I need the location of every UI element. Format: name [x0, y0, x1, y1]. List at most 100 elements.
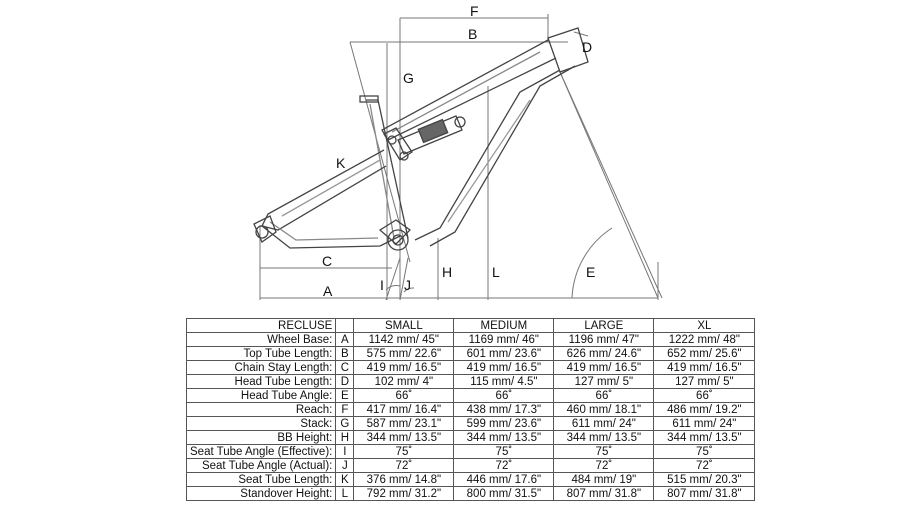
dim-label-d: D — [582, 39, 592, 55]
bike-frame — [253, 27, 589, 251]
row-letter: L — [335, 486, 355, 501]
dropout-plate — [253, 215, 277, 243]
row-value: 72˚ — [353, 458, 455, 473]
chain-stay — [261, 225, 401, 249]
dim-label-f: F — [470, 3, 479, 19]
angle-arc-j — [403, 287, 415, 293]
dim-label-b: B — [468, 26, 477, 42]
row-label: Chain Stay Length: — [185, 360, 337, 375]
rear-dropout — [255, 225, 269, 239]
row-value: 599 mm/ 23.6" — [453, 416, 555, 431]
row-letter: E — [335, 388, 355, 403]
row-value: 419 mm/ 16.5" — [653, 360, 756, 375]
row-label: Wheel Base: — [185, 332, 337, 347]
row-value: 72˚ — [553, 458, 655, 473]
row-value: 376 mm/ 14.8" — [353, 472, 455, 487]
row-value: 1169 mm/ 46" — [453, 332, 555, 347]
row-letter: A — [335, 332, 355, 347]
shock-mount — [454, 116, 466, 128]
dim-label-i: I — [380, 277, 384, 293]
row-letter: B — [335, 346, 355, 361]
row-value: 486 mm/ 19.2" — [653, 402, 756, 417]
shock-body — [417, 118, 449, 144]
dim-label-j: J — [404, 277, 411, 293]
down-tube-lower — [429, 65, 576, 247]
row-value: 800 mm/ 31.5" — [453, 486, 555, 501]
head-tube — [547, 27, 589, 73]
row-value: 1222 mm/ 48" — [653, 332, 756, 347]
header-size-xl: XL — [653, 318, 756, 333]
seat-tube-edge — [369, 103, 395, 239]
row-letter: G — [335, 416, 355, 431]
seat-stay-edge — [281, 159, 381, 217]
row-value: 66˚ — [653, 388, 756, 403]
row-label: Stack: — [185, 416, 337, 431]
row-label: Seat Tube Angle (Effective): — [185, 444, 337, 459]
row-value: 344 mm/ 13.5" — [653, 430, 756, 445]
row-label: Top Tube Length: — [185, 346, 337, 361]
dimension-labels: F B D G K C A I J H L E — [322, 3, 595, 299]
row-value: 72˚ — [653, 458, 756, 473]
seat-angle-line-j — [399, 257, 409, 301]
dim-label-k: K — [336, 155, 346, 171]
row-label: Head Tube Length: — [185, 374, 337, 389]
row-value: 75˚ — [353, 444, 455, 459]
row-value: 115 mm/ 4.5" — [453, 374, 555, 389]
header-size-medium: MEDIUM — [453, 318, 555, 333]
row-value: 344 mm/ 13.5" — [553, 430, 655, 445]
header-model: RECLUSE — [185, 318, 337, 333]
row-value: 127 mm/ 5" — [553, 374, 655, 389]
dim-label-a: A — [323, 283, 333, 299]
dim-label-l: L — [492, 264, 500, 280]
row-letter: K — [335, 472, 355, 487]
dim-label-c: C — [322, 253, 332, 269]
seat-angle-line-i — [385, 257, 401, 301]
row-letter: D — [335, 374, 355, 389]
row-value: 575 mm/ 22.6" — [353, 346, 455, 361]
row-value: 484 mm/ 19" — [553, 472, 655, 487]
row-value: 419 mm/ 16.5" — [353, 360, 455, 375]
row-value: 72˚ — [453, 458, 555, 473]
row-value: 1142 mm/ 45" — [353, 332, 455, 347]
bottom-bracket — [387, 229, 409, 251]
row-value: 1196 mm/ 47" — [553, 332, 655, 347]
dim-label-h: H — [442, 264, 452, 280]
row-value: 66˚ — [453, 388, 555, 403]
row-value: 417 mm/ 16.4" — [353, 402, 455, 417]
row-value: 127 mm/ 5" — [653, 374, 756, 389]
row-value: 102 mm/ 4" — [353, 374, 455, 389]
down-tube — [414, 69, 561, 241]
dim-label-e: E — [586, 264, 595, 280]
seat-stay — [261, 149, 387, 231]
row-letter: J — [335, 458, 355, 473]
row-value: 611 mm/ 24" — [653, 416, 756, 431]
row-letter: H — [335, 430, 355, 445]
row-value: 419 mm/ 16.5" — [553, 360, 655, 375]
steering-axis-line-2 — [559, 71, 663, 299]
row-value: 75˚ — [553, 444, 655, 459]
row-value: 438 mm/ 17.3" — [453, 402, 555, 417]
rocker-pivot-2 — [399, 151, 409, 161]
dim-ext-d — [573, 31, 589, 37]
row-value: 344 mm/ 13.5" — [453, 430, 555, 445]
bottom-bracket-inner — [392, 234, 404, 246]
row-value: 75˚ — [653, 444, 756, 459]
rocker-pivot — [387, 135, 397, 145]
row-label: Standover Height: — [185, 486, 337, 501]
row-value: 344 mm/ 13.5" — [353, 430, 455, 445]
row-value: 587 mm/ 23.1" — [353, 416, 455, 431]
frame-geometry-diagram: F B D G K C A I J H L E — [253, 3, 663, 301]
row-letter: I — [335, 444, 355, 459]
chain-stay-edge — [269, 221, 379, 241]
row-value: 446 mm/ 17.6" — [453, 472, 555, 487]
